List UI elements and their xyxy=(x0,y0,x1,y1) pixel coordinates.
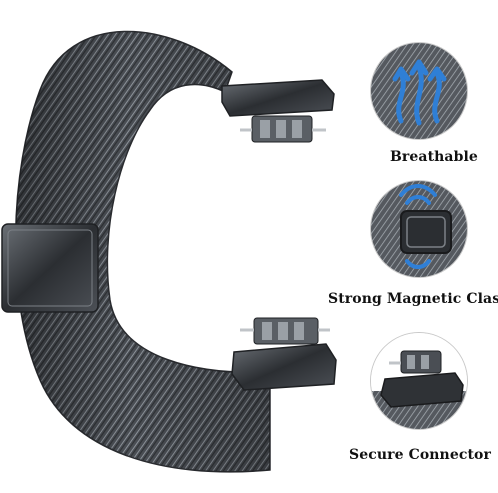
magnet-clasp-icon xyxy=(371,181,467,277)
bottom-connector xyxy=(231,317,337,391)
secure-connector-bubble xyxy=(370,332,468,430)
airflow-arrows-icon xyxy=(371,43,467,139)
magnetic-clasp-bubble xyxy=(370,180,468,278)
mesh-watch-band-image xyxy=(1,30,337,473)
feature-label: Strong Magnetic Clasp xyxy=(328,291,498,307)
top-connector xyxy=(221,79,335,143)
magnetic-clasp-block xyxy=(1,223,99,313)
breathable-bubble xyxy=(370,42,468,140)
feature-label: Breathable xyxy=(390,149,478,165)
connector-icon xyxy=(371,333,467,429)
feature-label: Secure Connector xyxy=(349,447,491,463)
